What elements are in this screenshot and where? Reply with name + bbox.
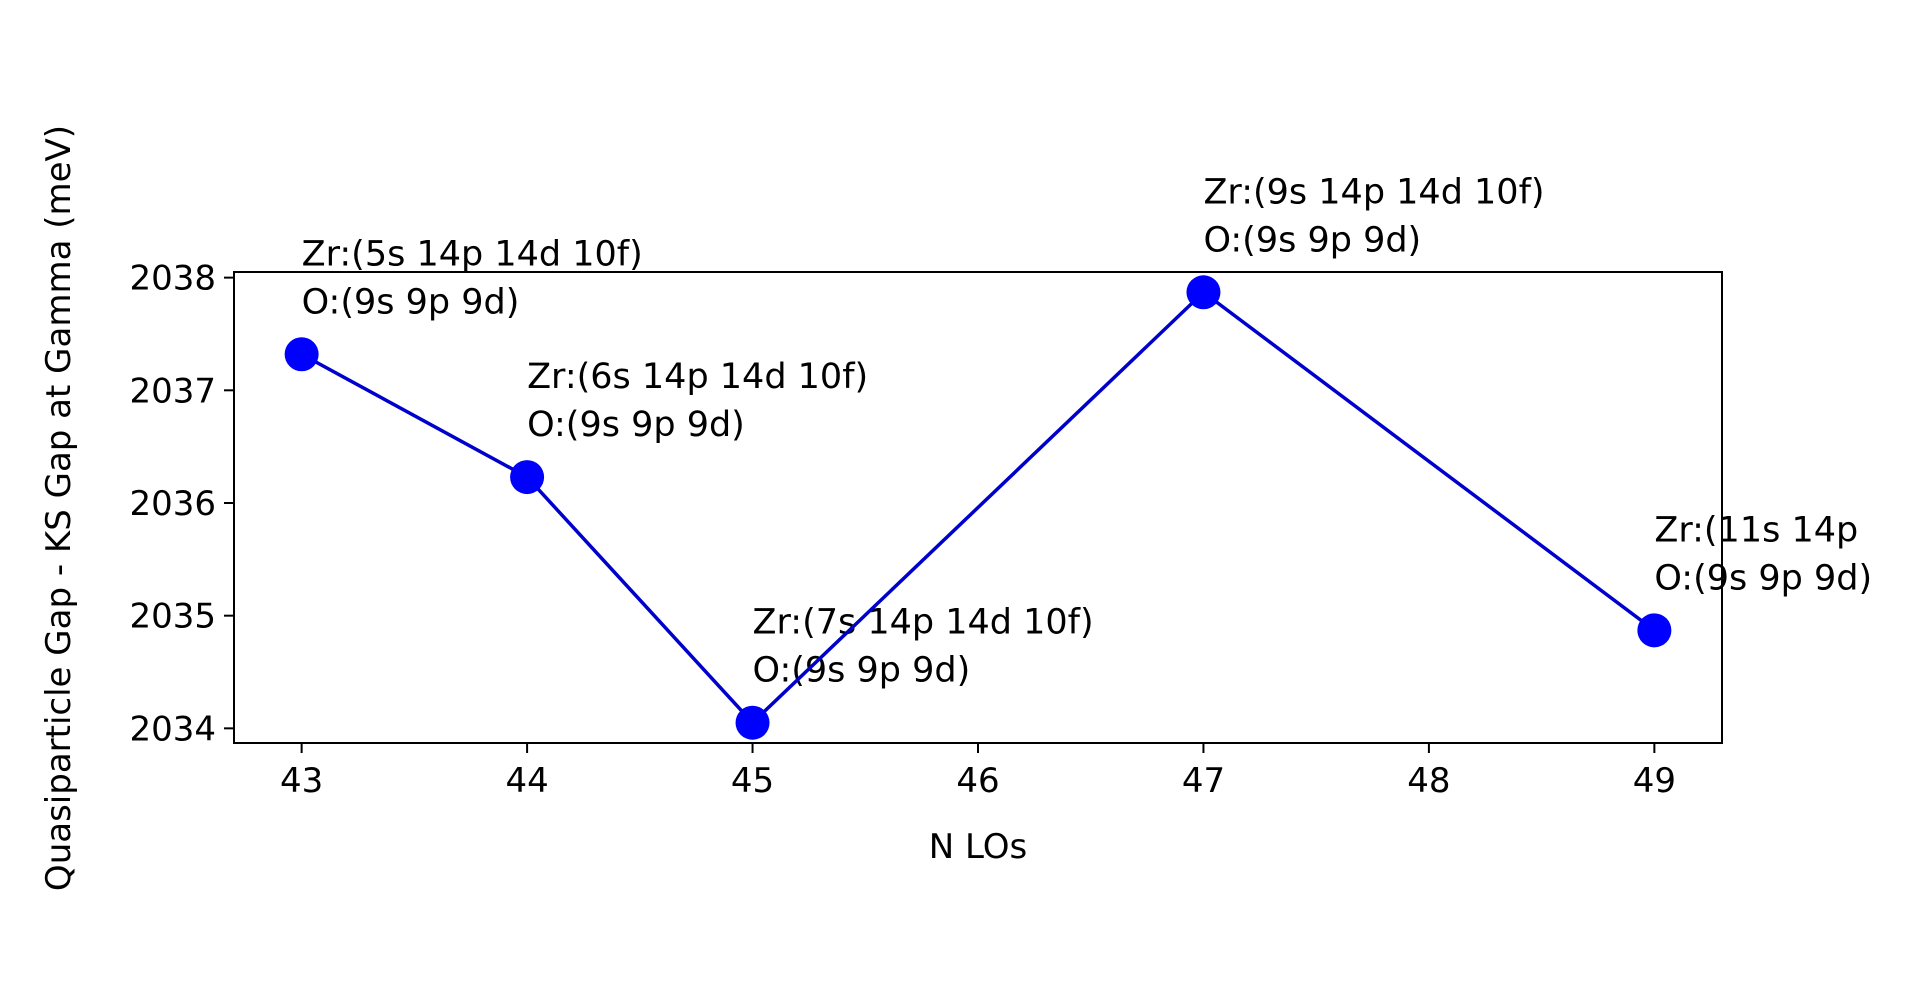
point-annotation-line: Zr:(9s 14p 14d 10f) xyxy=(1203,172,1544,212)
point-annotation-line: Zr:(5s 14p 14d 10f) xyxy=(302,234,643,274)
data-point-marker xyxy=(284,337,319,372)
point-annotation-line: O:(9s 9p 9d) xyxy=(1654,558,1872,598)
x-tick-label: 44 xyxy=(505,761,548,801)
x-tick-label: 48 xyxy=(1407,761,1450,801)
y-tick-label: 2037 xyxy=(129,371,216,411)
x-axis-label: N LOs xyxy=(929,827,1027,867)
point-annotation-line: O:(9s 9p 9d) xyxy=(302,282,520,322)
point-annotations: Zr:(5s 14p 14d 10f)O:(9s 9p 9d)Zr:(6s 14… xyxy=(302,172,1872,690)
y-tick-label: 2038 xyxy=(129,259,216,299)
y-tick-label: 2036 xyxy=(129,484,216,524)
y-tick-label: 2034 xyxy=(129,709,216,749)
x-tick-label: 45 xyxy=(731,761,774,801)
point-annotation-line: Zr:(7s 14p 14d 10f) xyxy=(753,603,1094,643)
data-point-marker xyxy=(1637,613,1672,648)
y-tick-label: 2035 xyxy=(129,597,216,637)
data-point-marker xyxy=(735,705,770,740)
point-annotation-line: O:(9s 9p 9d) xyxy=(1203,220,1421,260)
point-annotation-line: Zr:(11s 14p xyxy=(1654,510,1858,550)
data-point-marker xyxy=(510,460,545,495)
x-tick-label: 49 xyxy=(1633,761,1676,801)
x-axis: 43 44 45 46 47 48 49 xyxy=(280,743,1676,801)
x-tick-label: 47 xyxy=(1182,761,1225,801)
y-axis: 2034 2035 2036 2037 2038 xyxy=(129,259,234,749)
y-axis-label: Quasiparticle Gap - KS Gap at Gamma (meV… xyxy=(39,125,79,891)
point-annotation-line: Zr:(6s 14p 14d 10f) xyxy=(527,357,868,397)
point-annotation-line: O:(9s 9p 9d) xyxy=(527,405,745,445)
data-series xyxy=(284,275,1672,740)
data-point-marker xyxy=(1186,275,1221,310)
x-tick-label: 46 xyxy=(956,761,999,801)
point-annotation-line: O:(9s 9p 9d) xyxy=(753,651,971,691)
x-tick-label: 43 xyxy=(280,761,323,801)
